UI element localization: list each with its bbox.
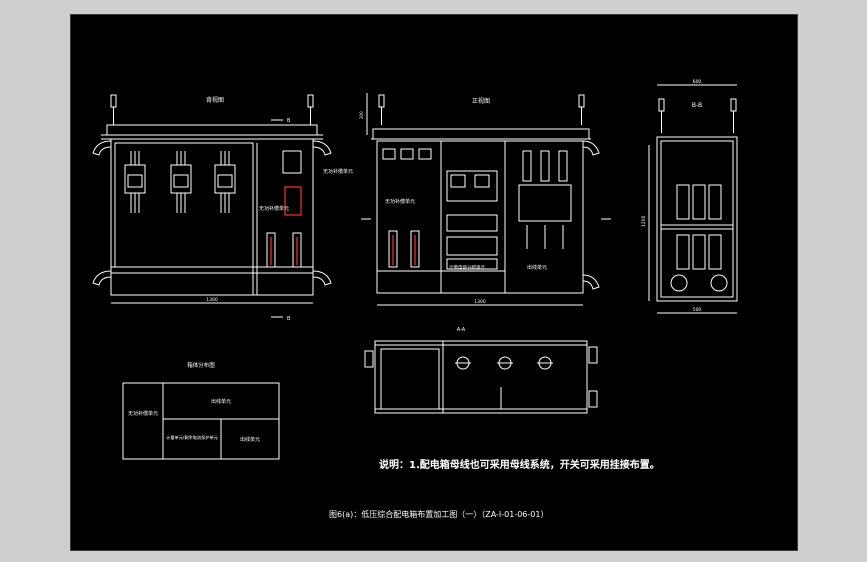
- layout-cell-left: 无功补偿单元: [128, 410, 158, 417]
- bb-bottom-dim: 500: [693, 307, 702, 313]
- layout-cell-bottom-middle: 计量单元/剩余电流保护单元: [166, 434, 218, 441]
- section-bb-label: B-B: [692, 102, 702, 109]
- metering-unit-label: 计量电能分配单元: [449, 264, 485, 271]
- bb-top-dim: 600: [693, 79, 702, 85]
- drawing-note: 说明：1.配电箱母线也可采用母线系统，开关可采用挂接布置。: [379, 458, 660, 471]
- reactive-comp-label-left: 无功补偿单元: [323, 168, 353, 175]
- layout-table: 箱体分布图 无功补偿单元 出线单元 计量单元/剩余电流保护单元 出线单元: [122, 361, 280, 460]
- bb-height-dim: 1200: [641, 215, 647, 227]
- section-marker-top: B: [287, 118, 291, 124]
- layout-cell-top-right: 出线单元: [211, 398, 231, 405]
- front-width-dim: 1300: [206, 297, 218, 303]
- side-view-title: 正视图: [472, 97, 490, 105]
- side-view: 正视图 200 无功补偿单元 计量电能分配单元 出线单元 1300: [359, 93, 611, 306]
- cad-drawing-canvas: 背视图: [92, 79, 738, 519]
- side-left-dim: 200: [359, 111, 364, 119]
- section-aa-view: A-A: [364, 327, 598, 414]
- layout-cell-bottom-right: 出线单元: [240, 436, 260, 443]
- drawing-caption: 图6(a)：低压综合配电箱布置加工图（一）（ZA-I-01-06-01）: [329, 509, 548, 519]
- outgoing-unit-label: 出线单元: [527, 264, 547, 271]
- section-bb-view: 600 B-B 1200 500: [641, 79, 738, 314]
- drawing-sheet: 背视图: [70, 14, 798, 551]
- front-view: 背视图: [92, 94, 353, 322]
- layout-table-title: 箱体分布图: [187, 361, 215, 369]
- reactive-comp-label-center: 无功补偿单元: [259, 205, 289, 212]
- front-view-title: 背视图: [206, 96, 224, 104]
- reactive-comp-label-mid: 无功补偿单元: [385, 198, 415, 205]
- section-marker-bottom: B: [287, 316, 291, 322]
- side-width-dim: 1300: [474, 299, 486, 305]
- section-aa-label: A-A: [457, 327, 466, 333]
